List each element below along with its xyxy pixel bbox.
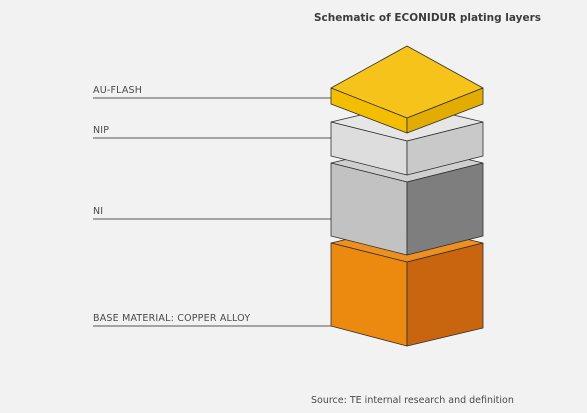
au-flash-side-face xyxy=(406,87,484,134)
base-material-side-face xyxy=(406,242,484,347)
layer-label-base-material: BASE MATERIAL: COPPER ALLOY xyxy=(93,313,251,324)
layer-label-au-flash: AU-FLASH xyxy=(93,85,143,96)
layer-label-ni: NI xyxy=(93,206,104,217)
layer-label-nip: NIP xyxy=(93,125,110,136)
diagram-title: Schematic of ECONIDUR plating layers xyxy=(314,12,542,24)
ni-side-face xyxy=(406,162,484,256)
layer-block-au-flash xyxy=(330,45,484,134)
source-note: Source: TE internal research and definit… xyxy=(311,395,514,406)
nip-side-face xyxy=(406,121,484,176)
